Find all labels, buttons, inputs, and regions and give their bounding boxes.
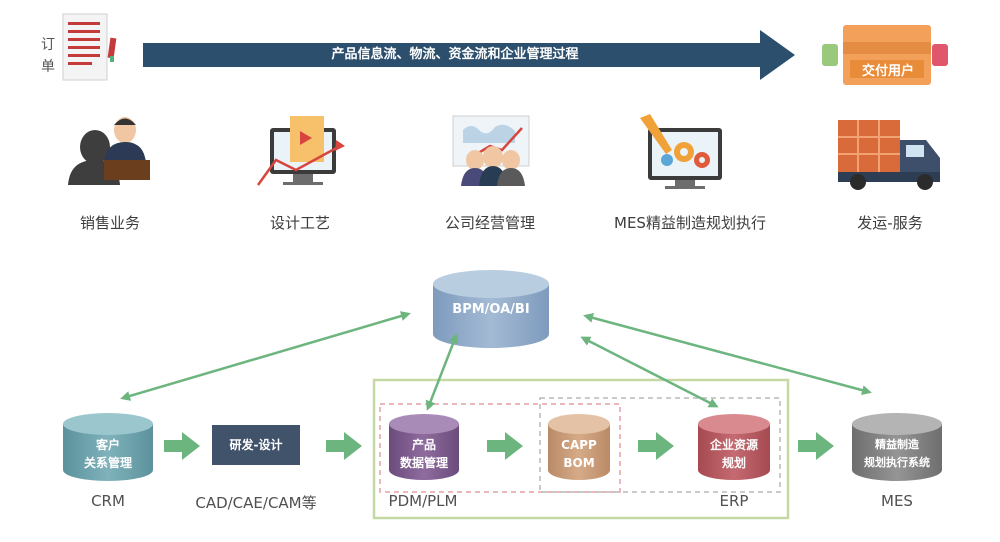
mes-label: MES — [881, 492, 913, 510]
erp-cylinder — [698, 414, 770, 480]
crm-cylinder — [63, 413, 153, 481]
process-banner-arrow — [143, 30, 795, 80]
pdm-capp-group — [379, 403, 621, 493]
design-monitor-icon — [256, 116, 345, 186]
stage-label-design: 设计工艺 — [269, 214, 330, 232]
mes-line1: 精益制造 — [875, 438, 919, 451]
process-banner-text: 产品信息流、物流、资金流和企业管理过程 — [331, 47, 579, 62]
capp-line1: CAPP — [561, 438, 597, 452]
pdm-cylinder — [389, 414, 459, 480]
mes-cylinder — [852, 413, 942, 481]
flow-arrow-capp-erp — [638, 432, 674, 460]
crm-label: CRM — [91, 492, 125, 510]
stage-label-sales: 销售业务 — [79, 214, 140, 232]
delivery-truck-icon — [838, 120, 940, 190]
cad-label: CAD/CAE/CAM等 — [195, 494, 317, 512]
rd-design-box: 研发-设计 — [212, 425, 300, 465]
pdm-line1: 产品 — [411, 438, 436, 452]
order-label: 订单 — [41, 37, 55, 75]
sales-meeting-icon — [68, 117, 150, 185]
deliver-to-user-label: 交付用户 — [861, 64, 914, 79]
crm-line1: 客户 — [95, 438, 120, 452]
management-team-icon — [452, 115, 530, 186]
flow-arrow-crm-cad — [164, 432, 200, 460]
capp-text: CAPP BOM — [548, 436, 610, 472]
crm-line2: 关系管理 — [83, 456, 132, 470]
link-bpm-mes — [583, 312, 872, 396]
capp-line2: BOM — [563, 456, 595, 470]
stage-label-mes: MES精益制造规划执行 — [614, 214, 766, 232]
bpm-cylinder — [433, 270, 549, 348]
stage-label-shipping: 发运-服务 — [857, 214, 923, 232]
manufacturing-gear-icon — [640, 114, 722, 189]
mes-line2: 规划执行系统 — [864, 456, 930, 469]
stage-label-management: 公司经营管理 — [444, 214, 535, 232]
delivery-card-icon — [822, 25, 948, 85]
erp-line2: 规划 — [721, 456, 746, 470]
pdm-label: PDM/PLM — [388, 492, 458, 510]
pdm-line2: 数据管理 — [399, 456, 448, 470]
flow-arrow-pdm-capp — [487, 432, 523, 460]
link-bpm-crm — [120, 311, 411, 401]
order-document-icon — [62, 13, 117, 81]
link-bpm-pdm — [425, 333, 459, 411]
link-bpm-erp — [580, 336, 719, 408]
mes-text: 精益制造 规划执行系统 — [848, 436, 946, 472]
capp-cylinder — [548, 414, 610, 480]
pdm-text: 产品 数据管理 — [389, 436, 459, 472]
bpm-text: BPM/OA/BI — [452, 302, 530, 317]
crm-text: 客户 关系管理 — [63, 436, 153, 472]
erp-label: ERP — [719, 492, 749, 510]
erp-text: 企业资源 规划 — [698, 436, 770, 472]
flow-arrow-erp-mes — [798, 432, 834, 460]
erp-line1: 企业资源 — [709, 438, 758, 452]
flow-arrow-cad-pdm — [326, 432, 362, 460]
